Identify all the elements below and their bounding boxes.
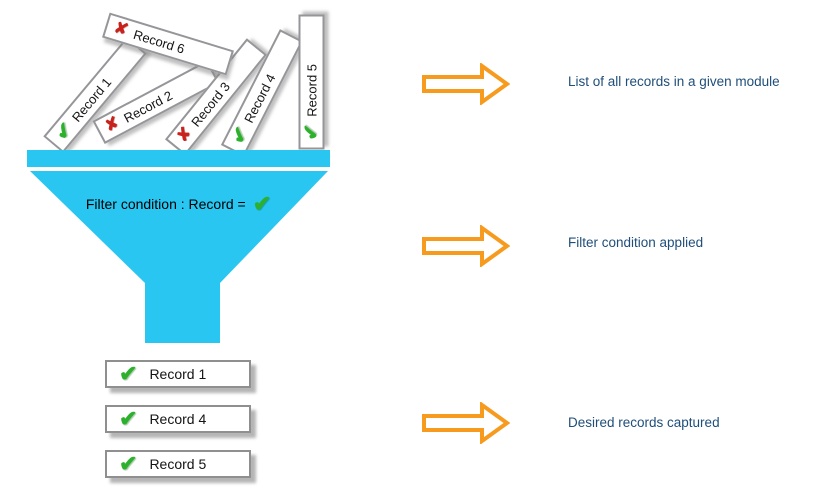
annotation-desired-records: Desired records captured (568, 415, 720, 430)
right-arrow-icon (422, 225, 510, 267)
check-icon: ✔ (50, 117, 79, 145)
check-icon: ✔ (119, 451, 138, 476)
record-label: Record 2 (121, 87, 175, 126)
output-record-1: ✔ Record 1 (105, 360, 251, 388)
cross-icon: ✘ (112, 19, 130, 40)
record-label: Record 5 (304, 63, 319, 117)
input-record-5: ✔ Record 5 (298, 14, 325, 150)
output-record-4: ✔ Record 4 (105, 405, 251, 433)
record-label: Record 5 (149, 456, 207, 472)
input-record-1: ✔ Record 1 (43, 36, 147, 154)
cross-icon: ✘ (102, 114, 123, 136)
record-label: Record 1 (149, 366, 207, 382)
check-icon: ✔ (119, 406, 138, 431)
filter-condition-text: Filter condition : Record = (85, 196, 246, 212)
right-arrow-icon (422, 63, 510, 105)
annotation-all-records: List of all records in a given module (568, 74, 780, 89)
annotation-filter-applied: Filter condition applied (568, 235, 704, 250)
funnel-rim (27, 150, 330, 167)
check-icon: ✔ (252, 191, 272, 216)
output-record-5: ✔ Record 5 (105, 450, 251, 478)
filter-condition-label: Filter condition : Record = ✔ (27, 193, 330, 215)
cross-icon: ✘ (173, 124, 196, 146)
check-icon: ✔ (119, 361, 138, 386)
check-icon: ✔ (300, 123, 323, 141)
record-label: Record 4 (149, 411, 207, 427)
check-icon: ✔ (226, 122, 254, 148)
right-arrow-icon (422, 402, 510, 444)
